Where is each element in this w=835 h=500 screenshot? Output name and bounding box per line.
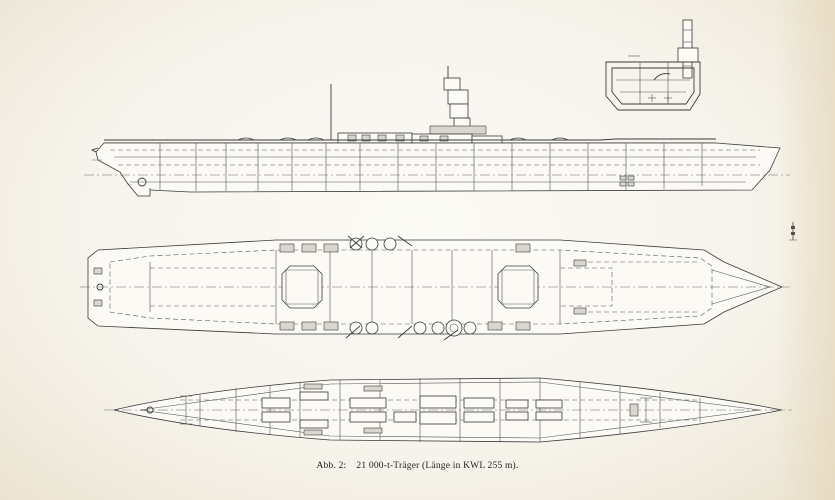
figure-caption: Abb. 2: 21 000-t-Träger (Länge in KWL 255… bbox=[0, 461, 835, 471]
side-elevation-view bbox=[84, 66, 790, 197]
cross-section-view bbox=[605, 19, 701, 111]
deck-plan-view bbox=[80, 235, 790, 341]
lower-deck-plan-view bbox=[104, 377, 792, 443]
caption-text: 21 000-t-Träger (Länge in KWL 255 m). bbox=[356, 461, 519, 471]
scale-mark bbox=[789, 222, 797, 241]
caption-label: Abb. 2: bbox=[316, 461, 347, 471]
